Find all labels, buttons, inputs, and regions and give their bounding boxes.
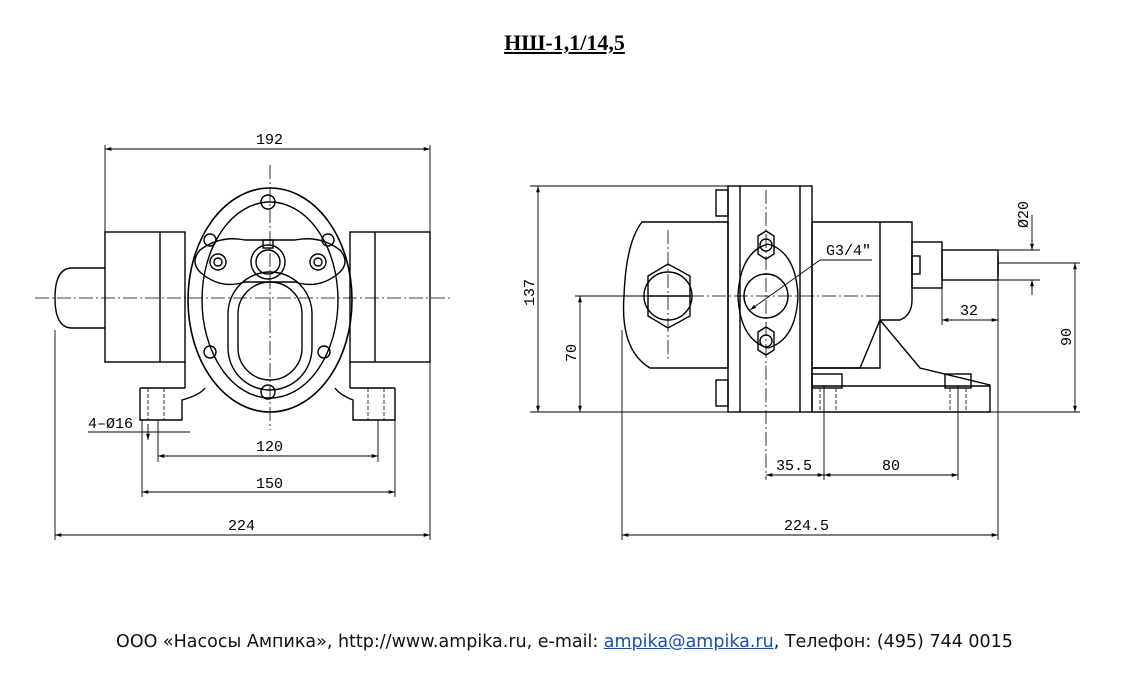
dim-port-thread: G3/4" — [826, 243, 871, 260]
dim-35-5: 35.5 — [776, 458, 812, 475]
footer-phone: , Телефон: (495) 744 0015 — [773, 632, 1013, 652]
footer-company: ООО «Насосы Ампика», http://www.ampika.r… — [116, 632, 604, 652]
email-link[interactable]: ampika@ampika.ru — [603, 632, 774, 652]
dim-120: 120 — [256, 439, 283, 456]
dim-150: 150 — [256, 476, 283, 493]
drawing-title: НШ-1,1/14,5 — [504, 30, 625, 55]
dim-holes: 4–Ø16 — [88, 416, 133, 433]
dim-80: 80 — [882, 458, 900, 475]
footer-contacts: ООО «Насосы Ампика», http://www.ampika.r… — [0, 632, 1129, 652]
dim-224-5: 224.5 — [784, 518, 829, 535]
front-view — [35, 145, 450, 540]
dim-224: 224 — [228, 518, 255, 535]
dim-70: 70 — [564, 344, 581, 362]
dim-90: 90 — [1059, 328, 1076, 346]
dim-192: 192 — [256, 132, 283, 149]
dim-32: 32 — [960, 303, 978, 320]
side-view — [530, 185, 1080, 540]
dim-137: 137 — [522, 279, 539, 306]
dim-shaft-diameter: Ø20 — [1016, 201, 1033, 228]
